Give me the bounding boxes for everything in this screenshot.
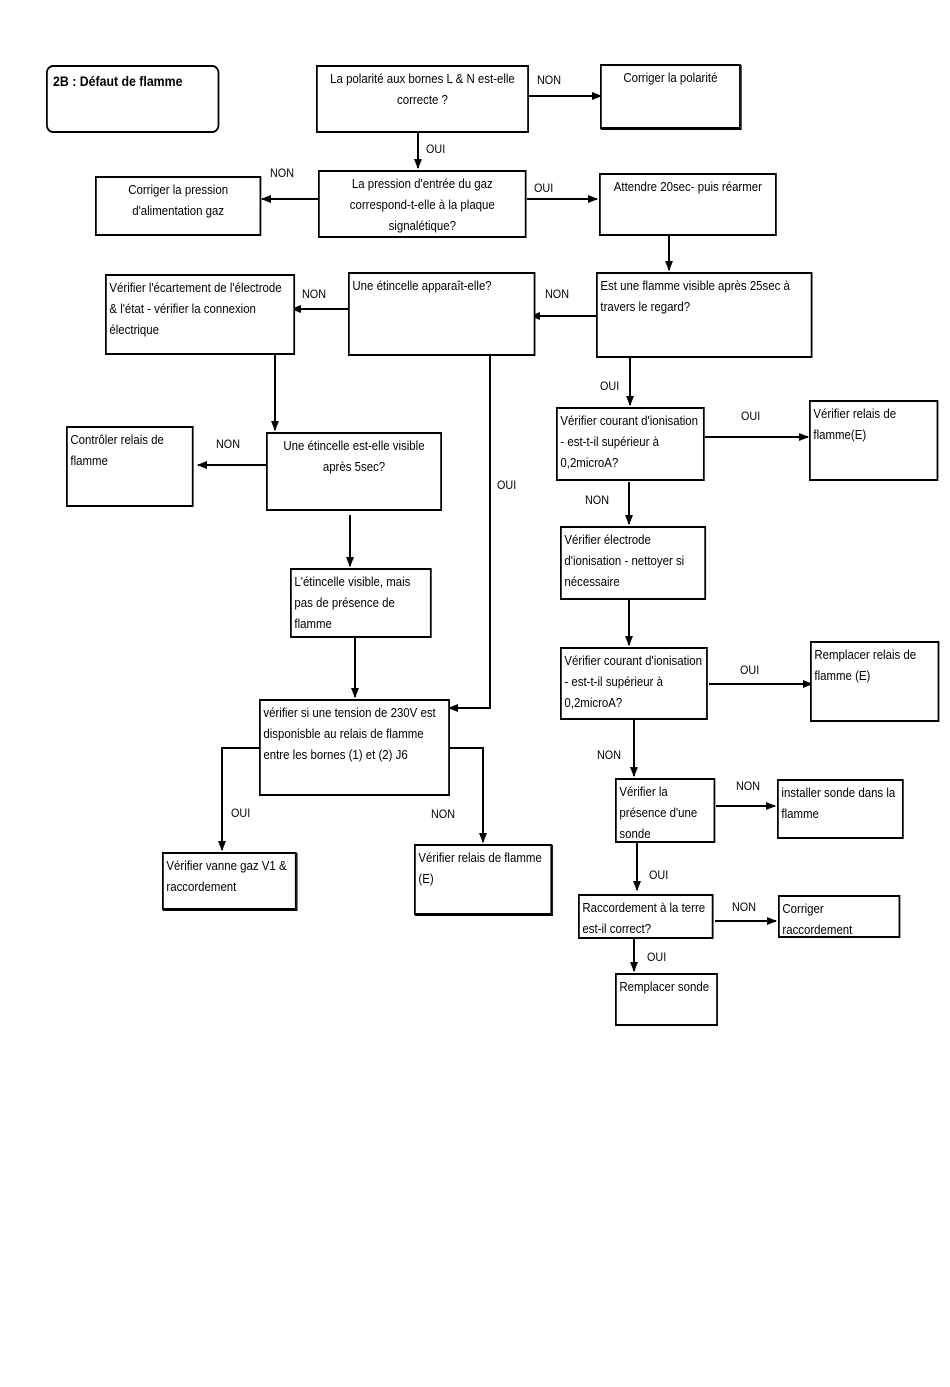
earth-connection-question: Raccordement à la terre est-il correct? — [578, 894, 714, 939]
replace-probe-box: Remplacer sonde — [615, 973, 718, 1026]
label-yes-ion2: OUI — [740, 663, 760, 677]
spark-appears-question: Une étincelle apparaît-elle? — [348, 272, 536, 356]
label-no-230v: NON — [431, 807, 456, 821]
wait-reset-box: Attendre 20sec- puis réarmer — [599, 173, 777, 236]
fix-connection-box: Corriger raccordement — [778, 895, 901, 938]
check-ion-electrode-box: Vérifier électrode d'ionisation - nettoy… — [560, 526, 707, 600]
label-no-ion1: NON — [585, 493, 610, 507]
label-yes-probe: OUI — [649, 868, 669, 882]
label-yes-230v: OUI — [231, 806, 251, 820]
label-no-earth: NON — [732, 900, 757, 914]
label-no-pressure: NON — [270, 166, 295, 180]
spark-no-flame-box: L'étincelle visible, mais pas de présenc… — [290, 568, 432, 638]
label-yes-polarity: OUI — [426, 142, 446, 156]
check-230v-box: vérifier si une tension de 230V est disp… — [259, 699, 450, 796]
flame-visible-question: Est une flamme visible après 25sec à tra… — [596, 272, 813, 358]
install-probe-box: installer sonde dans la flamme — [777, 779, 904, 839]
check-relay-e-box: Vérifier relais de flamme(E) — [809, 400, 939, 481]
check-ion-current-1-question: Vérifier courant d'ionisation - est-t-il… — [556, 407, 705, 481]
control-relay-box: Contrôler relais de flamme — [66, 426, 194, 507]
arrow-230v-to-relay — [450, 747, 487, 843]
label-no-spark5: NON — [216, 437, 241, 451]
label-no-flame: NON — [545, 287, 570, 301]
label-yes-flame: OUI — [600, 379, 620, 393]
replace-relay-box: Remplacer relais de flamme (E) — [810, 641, 940, 722]
spark-visible-5s-question: Une étincelle est-elle visible après 5se… — [266, 432, 442, 511]
check-relay-bottom-box: Vérifier relais de flamme (E) — [414, 844, 553, 915]
fix-pressure-box: Corriger la pression d'alimentation gaz — [95, 176, 262, 236]
label-yes-spark: OUI — [497, 478, 517, 492]
check-probe-box: Vérifier la présence d'une sonde — [615, 778, 716, 843]
label-no-probe: NON — [736, 779, 761, 793]
fix-polarity-box: Corriger la polarité — [600, 64, 741, 129]
arrow-spark-oui-to-230v — [448, 356, 491, 712]
label-yes-ion1: OUI — [741, 409, 761, 423]
polarity-question: La polarité aux bornes L & N est-elle co… — [316, 65, 529, 133]
check-valve-box: Vérifier vanne gaz V1 & raccordement — [162, 852, 297, 910]
label-no-spark: NON — [302, 287, 327, 301]
label-yes-earth: OUI — [647, 950, 667, 964]
arrow-230v-to-valve — [218, 747, 260, 851]
label-no-polarity: NON — [537, 73, 562, 87]
label-no-ion2: NON — [597, 748, 622, 762]
diagram-title: 2B : Défaut de flamme — [46, 65, 220, 133]
check-electrode-box: Vérifier l'écartement de l'électrode & l… — [105, 274, 296, 355]
check-ion-current-2-question: Vérifier courant d'ionisation - est-t-il… — [560, 647, 708, 720]
gas-pressure-question: La pression d'entrée du gaz correspond-t… — [318, 170, 527, 238]
label-yes-pressure: OUI — [534, 181, 554, 195]
